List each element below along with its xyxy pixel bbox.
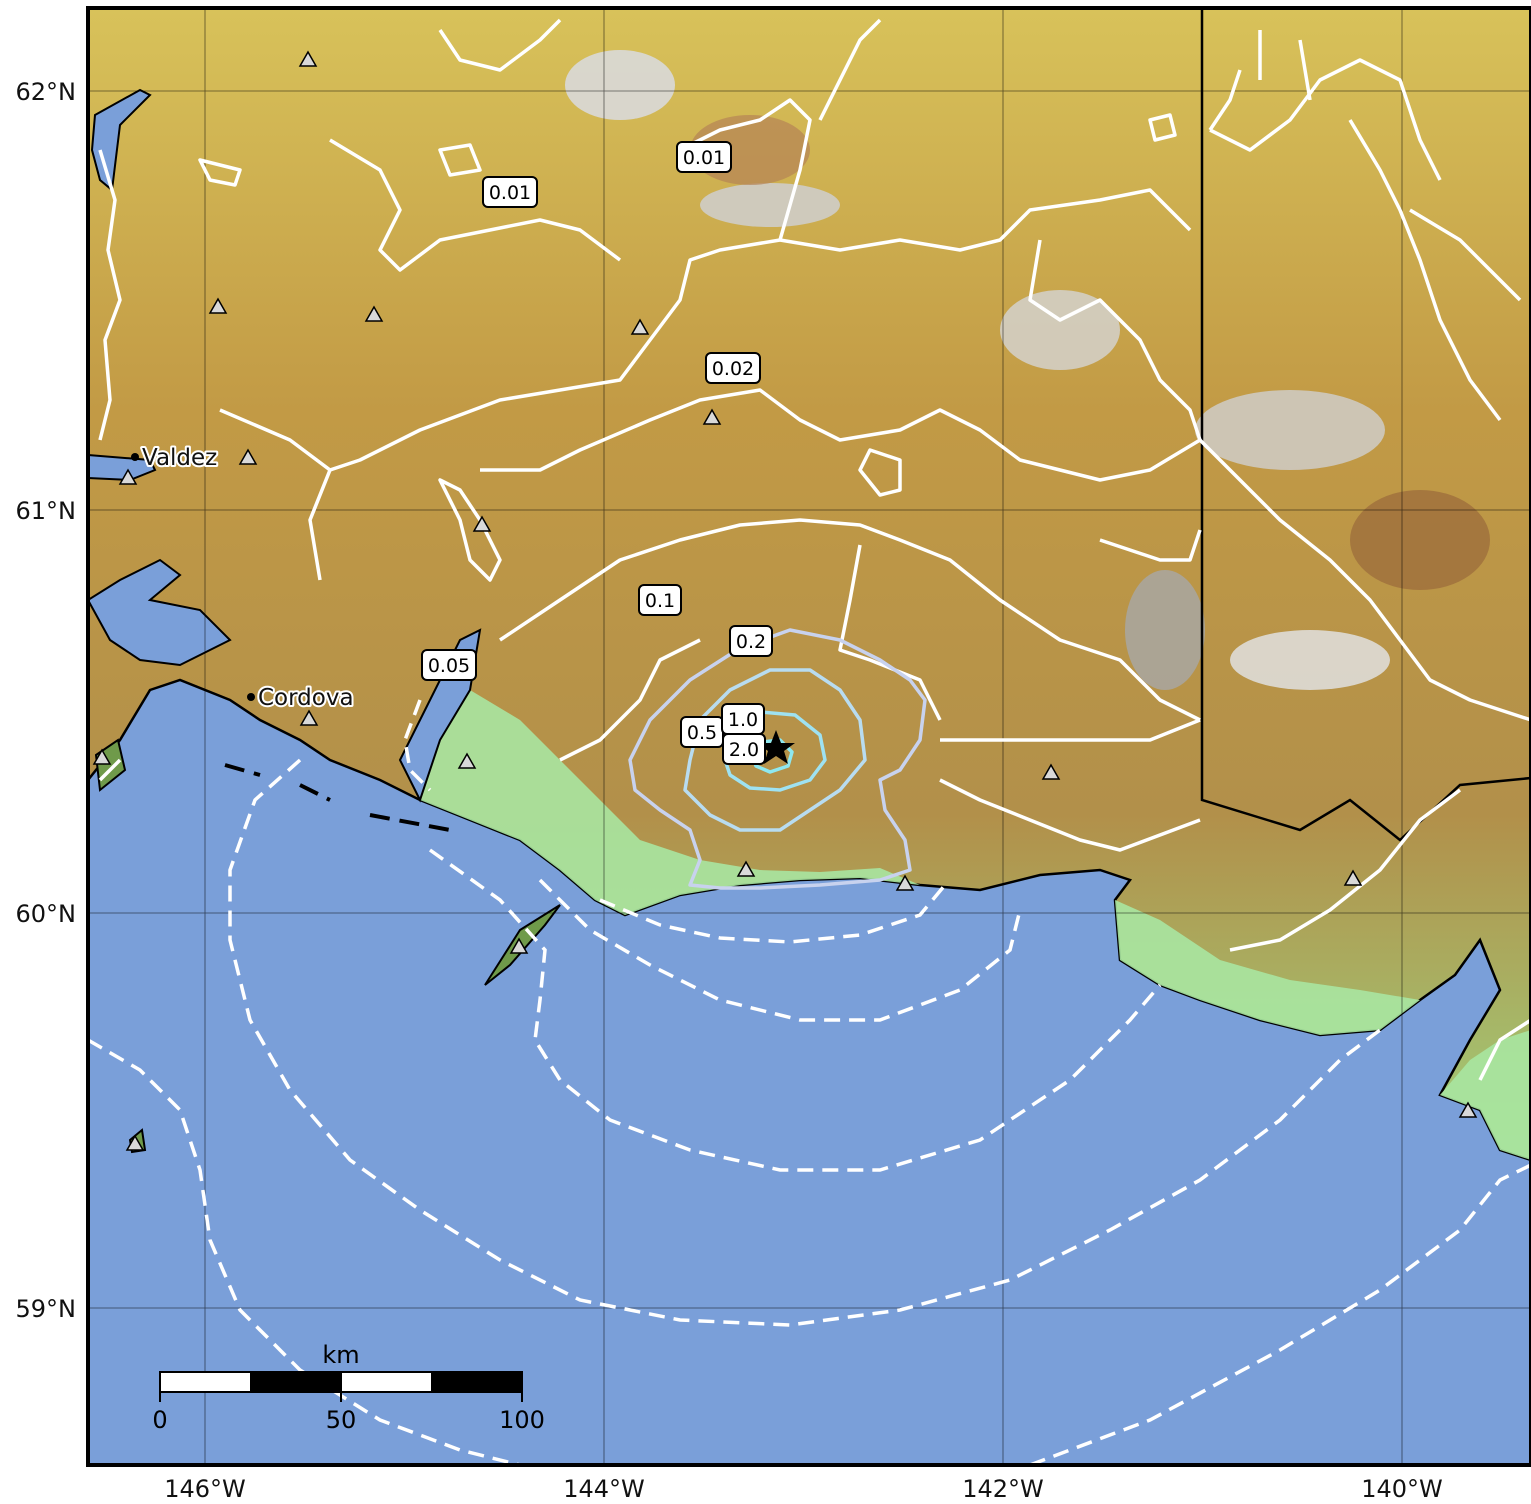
- station-triangle-icon: [92, 748, 112, 765]
- y-tick-label: 62°N: [16, 78, 77, 106]
- station-triangle-icon: [630, 318, 650, 335]
- scale-bar-unit: km: [322, 1341, 359, 1369]
- contour-label: 0.2: [736, 631, 766, 653]
- contour-label: 0.1: [645, 590, 675, 612]
- station-triangle-icon: [509, 937, 529, 954]
- x-tick-label: 142°W: [962, 1475, 1044, 1503]
- scale-bar-label: 50: [326, 1406, 357, 1434]
- mountain-shading: [565, 50, 1490, 690]
- y-tick-label: 59°N: [16, 1295, 77, 1323]
- contour-0.5: [683, 668, 867, 832]
- valdez-marker: [131, 453, 139, 461]
- station-triangle-icon: [895, 874, 915, 891]
- y-tick-label: 61°N: [16, 497, 77, 525]
- x-tick-label: 144°W: [563, 1475, 645, 1503]
- lowland-east: [1115, 900, 1420, 1035]
- scale-bar: km 0 50 100: [152, 1341, 545, 1434]
- land-contours: [98, 18, 1531, 1081]
- station-triangle-icon: [238, 448, 258, 465]
- contour-label: 2.0: [729, 739, 759, 761]
- national-border: [1200, 8, 1531, 842]
- map-frame: [86, 6, 1531, 1467]
- lowland-cape: [1440, 1030, 1531, 1160]
- station-triangle-icon: [472, 515, 492, 532]
- station-triangle-icon: [118, 468, 138, 485]
- contour-0.2: [628, 628, 927, 890]
- station-triangle-icon: [1458, 1101, 1478, 1118]
- land-mass: [88, 8, 1531, 1162]
- offshore-shoal: [224, 763, 451, 832]
- x-axis-ticks: 146°W 144°W 142°W 140°W: [164, 1475, 1443, 1503]
- contour-label: 0.5: [687, 722, 717, 744]
- contour-label: 0.01: [489, 182, 531, 204]
- station-triangle-icon: [1041, 763, 1061, 780]
- scale-bar-label: 100: [499, 1406, 545, 1434]
- ocean-contours: [88, 699, 1531, 1465]
- place-valdez: Valdez: [142, 445, 217, 471]
- station-triangle-icon: [299, 709, 319, 726]
- station-triangle-icon: [702, 408, 722, 425]
- coastal-lowland: [420, 690, 920, 915]
- station-triangle-icon: [364, 305, 384, 322]
- contour-label: 0.05: [428, 655, 470, 677]
- station-triangle-icon: [125, 1134, 145, 1151]
- scale-bar-label: 0: [152, 1406, 167, 1434]
- epicenter-star-icon: [757, 730, 795, 764]
- station-triangle-icon: [1343, 869, 1363, 886]
- map-area: Valdez Cordova 0.01 0.01 0.02 0.05 0.1 0…: [88, 8, 1531, 1465]
- station-triangle-icon: [736, 860, 756, 877]
- cordova-marker: [247, 693, 255, 701]
- place-cordova: Cordova: [258, 685, 354, 711]
- x-tick-label: 146°W: [164, 1475, 246, 1503]
- stations: [92, 50, 1478, 1151]
- station-triangle-icon: [208, 297, 228, 314]
- graticule: [88, 8, 1531, 1465]
- y-tick-label: 60°N: [16, 900, 77, 928]
- contour-label: 0.01: [683, 147, 725, 169]
- contour-label: 1.0: [728, 709, 758, 731]
- station-triangle-icon: [457, 752, 477, 769]
- contour-label: 0.02: [712, 358, 754, 380]
- y-axis-ticks: 62°N 61°N 60°N 59°N: [16, 78, 77, 1323]
- x-tick-label: 140°W: [1361, 1475, 1443, 1503]
- station-triangle-icon: [298, 50, 318, 67]
- contour-labels: 0.01 0.01 0.02 0.05 0.1 0.2 0.5 1.0 2.0: [421, 141, 773, 765]
